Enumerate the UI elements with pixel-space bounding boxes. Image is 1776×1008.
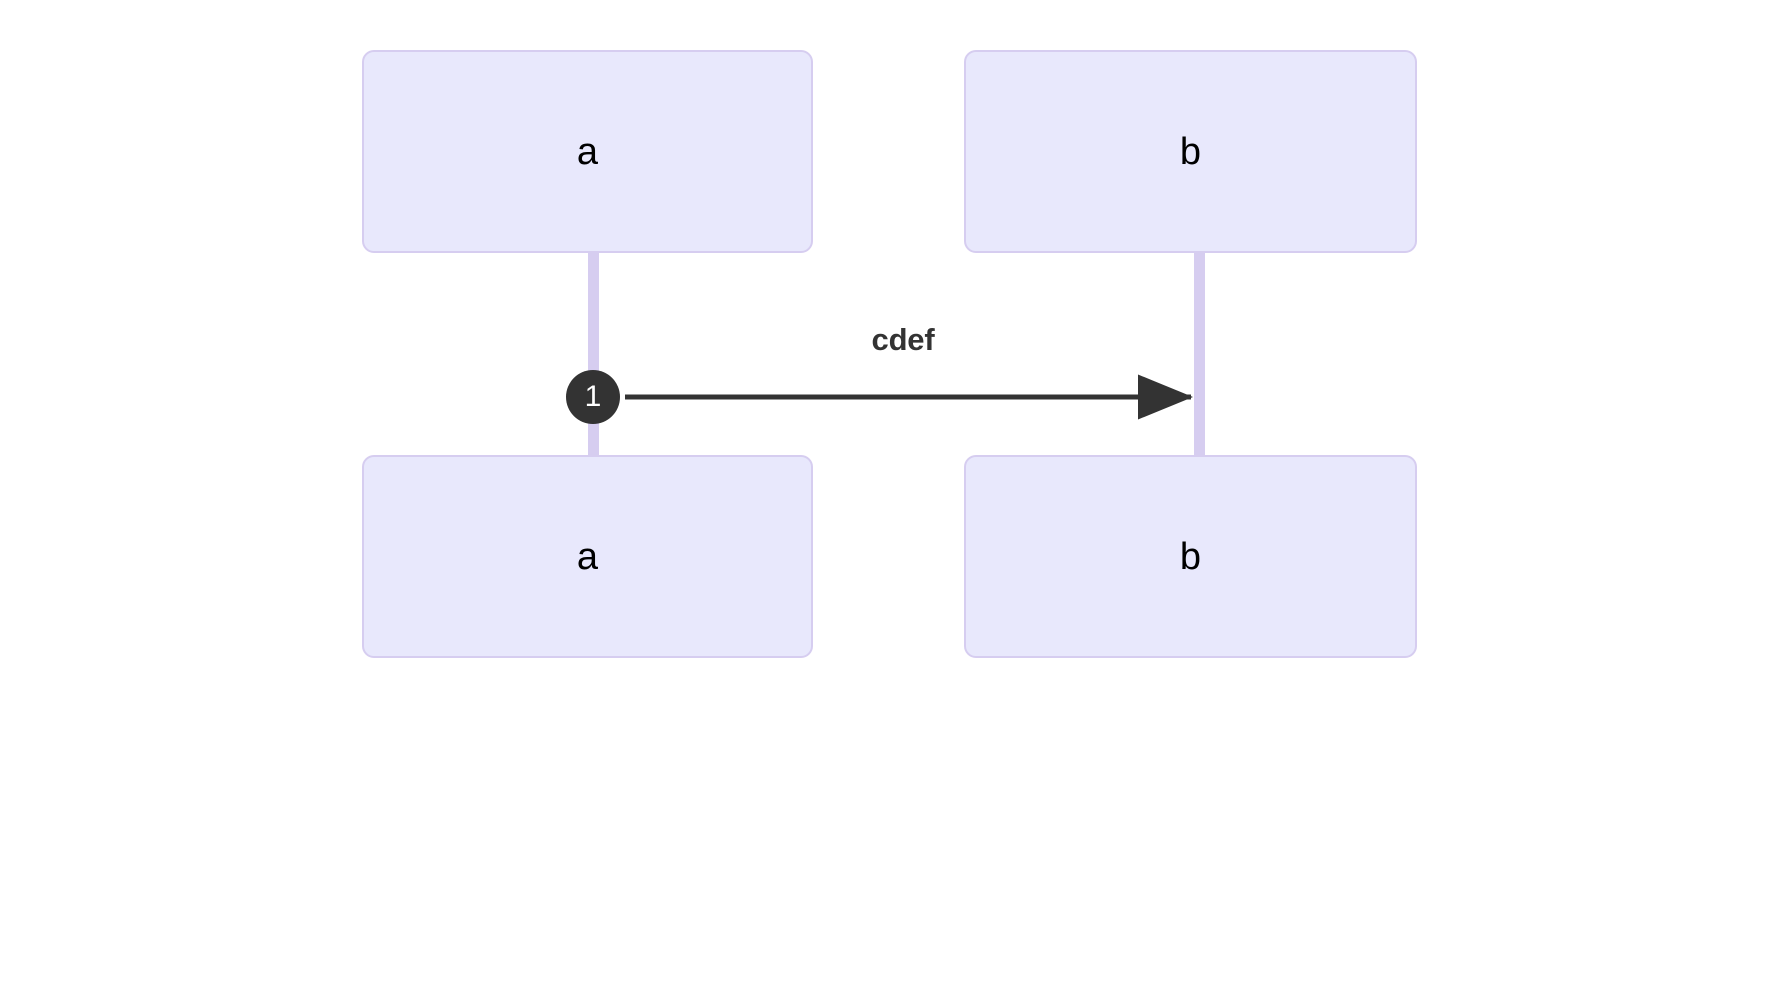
participant-box-a-top[interactable]: a: [362, 50, 813, 253]
participant-label-b-bottom: b: [1179, 535, 1202, 578]
lifeline-b: [1194, 251, 1205, 457]
participant-label-b-top: b: [1179, 130, 1202, 173]
lifeline-a: [588, 251, 599, 457]
message-label-cdef: cdef: [871, 322, 935, 357]
participant-label-a-top: a: [576, 130, 599, 173]
participant-box-b-bottom[interactable]: b: [964, 455, 1417, 658]
participant-label-a-bottom: a: [576, 535, 599, 578]
participant-box-a-bottom[interactable]: a: [362, 455, 813, 658]
sequence-number-badge-1[interactable]: 1: [566, 370, 620, 424]
participant-box-b-top[interactable]: b: [964, 50, 1417, 253]
